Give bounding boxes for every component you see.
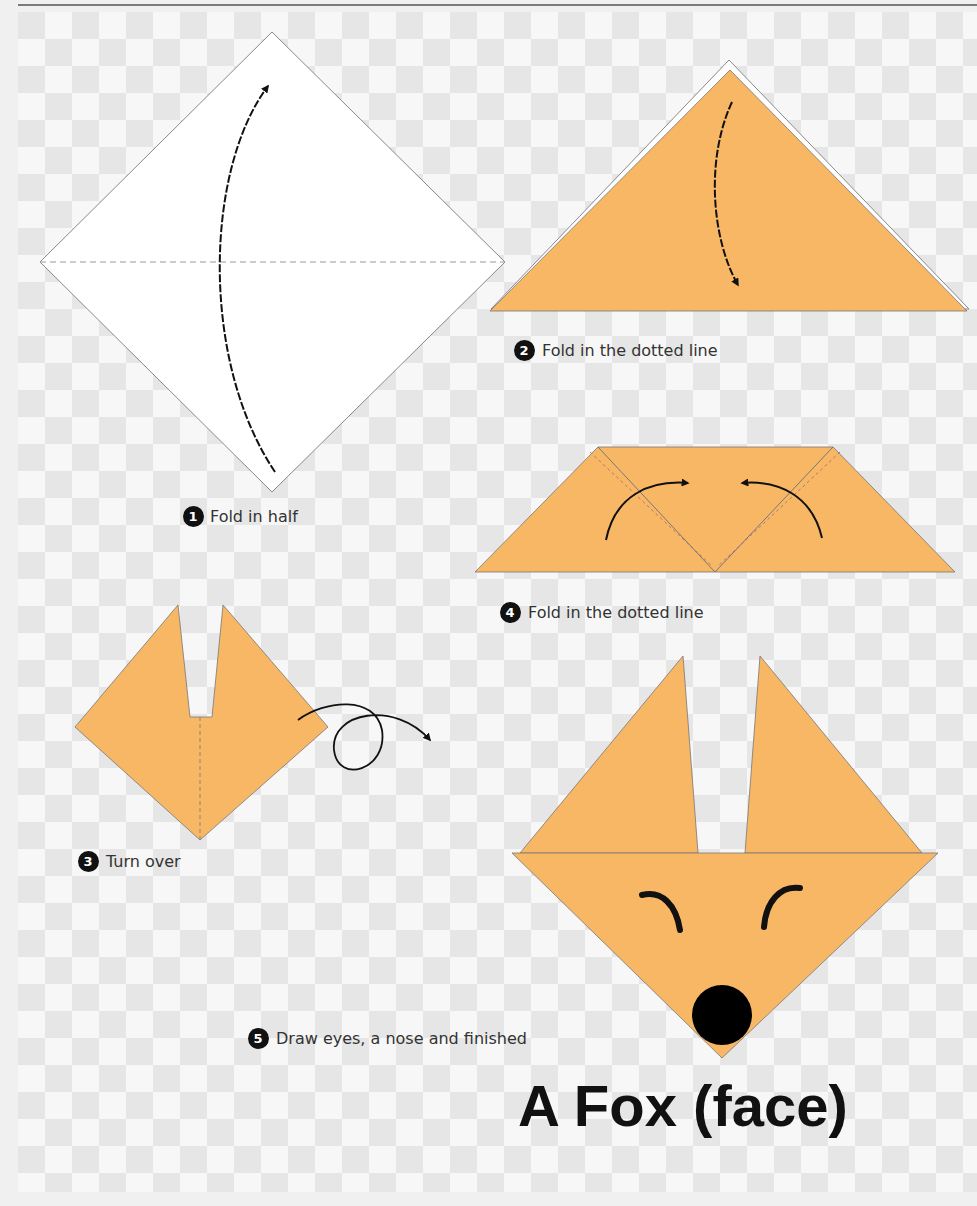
step-instruction: Draw eyes, a nose and finished (276, 1029, 527, 1048)
callout-number: 4 (500, 602, 521, 623)
callout-number: 3 (78, 851, 99, 872)
fox-face-figure (512, 656, 938, 1058)
title: A Fox (face) (518, 1072, 848, 1139)
callout-holder: 3 (78, 851, 99, 872)
step-text-holder: Fold in half (210, 507, 298, 526)
step-text-holder: Fold in the dotted line (528, 603, 704, 622)
title-holder: A Fox (face) (518, 1072, 848, 1139)
step4-figure (475, 447, 955, 572)
callout-number: 2 (514, 340, 535, 361)
step-text-holder: Draw eyes, a nose and finished (276, 1029, 527, 1048)
step-instruction: Fold in the dotted line (542, 341, 718, 360)
step-instruction: Fold in the dotted line (528, 603, 704, 622)
callout-holder: 4 (500, 602, 521, 623)
step3-figure (75, 605, 430, 840)
top-rule (18, 4, 977, 6)
step1-figure (40, 32, 505, 492)
step-instruction: Turn over (106, 852, 181, 871)
callout-holder: 5 (248, 1028, 269, 1049)
step-instruction: Fold in half (210, 507, 298, 526)
step-text-holder: Fold in the dotted line (542, 341, 718, 360)
checker-ground (18, 12, 977, 1192)
step-text-holder: Turn over (106, 852, 181, 871)
callout-number: 1 (183, 506, 204, 527)
step2-figure (490, 60, 969, 311)
callout-holder: 1 (183, 506, 204, 527)
callout-number: 5 (248, 1028, 269, 1049)
callout-holder: 2 (514, 340, 535, 361)
